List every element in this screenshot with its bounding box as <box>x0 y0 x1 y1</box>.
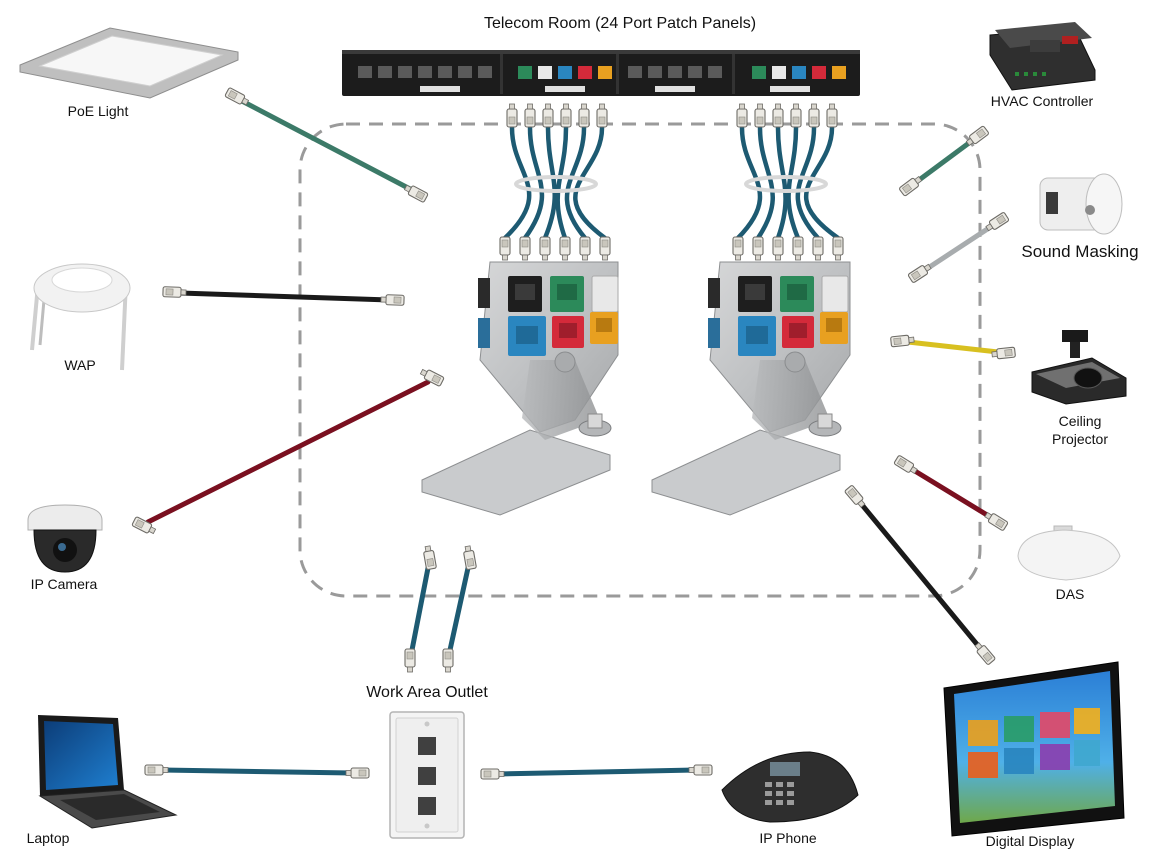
laptop-icon <box>38 715 178 829</box>
cable-laptop <box>159 767 355 776</box>
work-area-outlet-icon <box>389 711 465 839</box>
cable-ip-camera <box>145 379 431 525</box>
poe-light-icon <box>19 27 239 99</box>
label-ceiling-projector-line2: Projector <box>1051 431 1109 447</box>
label-ip-phone: IP Phone <box>759 830 817 846</box>
cable-tie-left <box>514 175 598 193</box>
label-das: DAS <box>1055 586 1085 602</box>
digital-display-icon <box>943 661 1125 837</box>
cable-outlet-2 <box>447 565 471 653</box>
das-icon <box>1017 525 1121 581</box>
hvac-controller-icon <box>989 22 1096 91</box>
cable-tie-right <box>744 175 828 193</box>
patch-plugs-left-bottom <box>499 236 611 261</box>
cable-wap <box>177 290 391 303</box>
zone-box-right <box>651 261 851 516</box>
cable-projector <box>905 339 1001 355</box>
ip-phone-icon <box>721 751 859 823</box>
diagram-title: Telecom Room (24 Port Patch Panels) <box>483 15 757 32</box>
patch-panel-ports-mid <box>628 66 722 78</box>
patch-cable-bundle-right <box>735 125 841 241</box>
patch-panel-color-ports-2 <box>752 66 846 79</box>
patch-panel-ports-left <box>358 66 492 78</box>
patch-panel <box>342 50 860 96</box>
label-sound-masking: Sound Masking <box>1021 242 1139 261</box>
cable-das <box>907 465 995 521</box>
zone-box-left <box>421 261 619 516</box>
label-hvac-controller: HVAC Controller <box>990 93 1094 109</box>
sound-masking-icon <box>1039 173 1123 235</box>
cable-sound-masking <box>922 223 995 273</box>
patch-panel-color-ports-1 <box>518 66 612 79</box>
cable-outlet-1 <box>409 565 431 653</box>
cable-poe-light <box>237 97 415 193</box>
patch-cable-bundle-left <box>502 125 608 241</box>
ip-camera-icon <box>27 504 103 573</box>
label-laptop: Laptop <box>26 830 70 846</box>
cable-ip-phone <box>495 767 698 777</box>
label-poe-light: PoE Light <box>67 103 129 119</box>
label-ceiling-projector-line1: Ceiling <box>1058 413 1102 429</box>
label-digital-display: Digital Display <box>985 833 1075 849</box>
label-ip-camera: IP Camera <box>30 576 98 592</box>
device-cables <box>145 97 1001 777</box>
telecom-zone-boundary <box>298 122 982 598</box>
cable-hvac <box>912 137 976 186</box>
label-wap: WAP <box>64 357 96 373</box>
ceiling-projector-icon <box>1031 330 1127 405</box>
cable-digital-display <box>855 497 983 651</box>
wap-icon <box>30 263 131 371</box>
label-work-area-outlet: Work Area Outlet <box>366 684 488 701</box>
patch-plugs-right-bottom <box>732 236 844 261</box>
